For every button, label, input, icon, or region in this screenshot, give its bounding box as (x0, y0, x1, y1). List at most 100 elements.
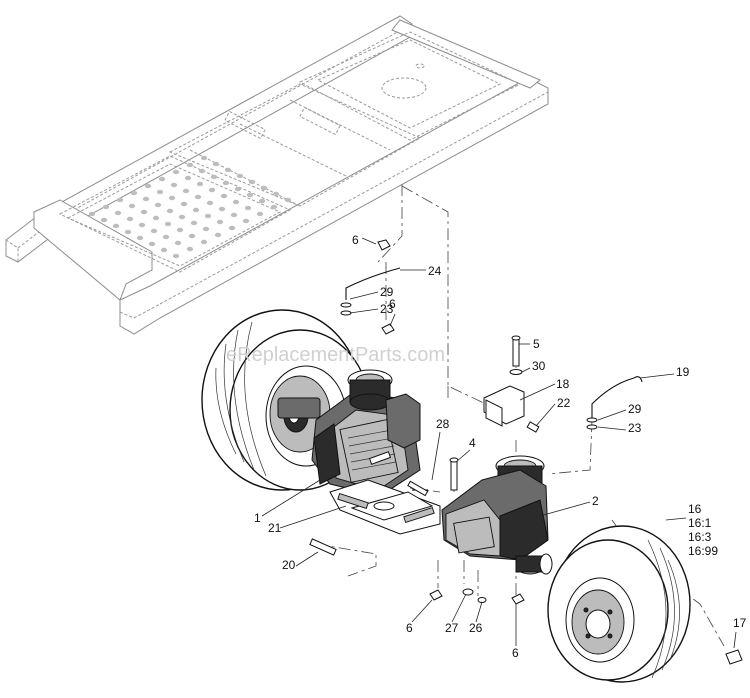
footrest-hole (100, 217, 108, 223)
footrest-hole (234, 186, 242, 192)
footrest-hole (136, 235, 144, 241)
footrest-hole (218, 206, 226, 212)
footrest-hole (198, 168, 206, 174)
footrest-hole (200, 239, 208, 245)
footrest-hole (214, 232, 222, 238)
footrest-hole (156, 189, 164, 195)
callout-23: 23 (628, 421, 642, 435)
footrest-hole (200, 155, 208, 161)
footrest-hole (140, 209, 148, 215)
footrest-hole (230, 212, 238, 218)
footrest-hole (232, 199, 240, 205)
callout-6: 6 (406, 621, 413, 635)
right-hydro-transmission (441, 455, 553, 575)
footrest-hole (114, 210, 122, 216)
footrest-hole (192, 207, 200, 213)
footrest-hole (236, 173, 244, 179)
watermark-text: eReplacementParts.com (226, 344, 445, 366)
footrest-hole (190, 220, 198, 226)
footrest-hole (186, 246, 194, 252)
callout-22: 22 (557, 396, 571, 410)
footrest-hole (256, 211, 264, 217)
footrest-hole (124, 229, 132, 235)
callout-19: 19 (676, 365, 690, 379)
callout-23: 23 (380, 302, 394, 316)
footrest-hole (188, 233, 196, 239)
leader-lines (261, 237, 737, 649)
callout-6: 6 (352, 233, 359, 247)
footrest-hole (172, 253, 180, 259)
footrest-hole (112, 223, 120, 229)
footrest-hole (172, 169, 180, 175)
footrest-hole (166, 208, 174, 214)
footrest-hole (154, 202, 162, 208)
chassis-frame (5, 15, 549, 335)
footrest-hole (270, 204, 278, 210)
footrest-hole (212, 161, 220, 167)
callout-24: 24 (428, 264, 442, 278)
footrest-hole (210, 174, 218, 180)
callout-30: 30 (532, 359, 546, 373)
footrest-hole (246, 192, 254, 198)
footrest-hole (206, 200, 214, 206)
footrest-hole (126, 216, 134, 222)
footrest-hole (128, 203, 136, 209)
footrest-hole (204, 213, 212, 219)
callout-26: 26 (469, 621, 483, 635)
footrest-hole (138, 222, 146, 228)
footrest-hole (168, 195, 176, 201)
footrest-hole (196, 181, 204, 187)
footrest-hole (178, 214, 186, 220)
callout-16-1: 16:1 (688, 516, 712, 530)
footrest-hole (186, 162, 194, 168)
callout-5: 5 (533, 337, 540, 351)
footrest-hole (102, 204, 110, 210)
footrest-hole (222, 180, 230, 186)
footrest-hole (244, 205, 252, 211)
footrest-hole (272, 191, 280, 197)
transmission-mount-plate (329, 479, 441, 535)
callout-6: 6 (512, 646, 519, 660)
callout-20: 20 (282, 558, 296, 572)
footrest-hole (242, 218, 250, 224)
right-rear-wheel (547, 525, 691, 683)
footrest-hole (170, 182, 178, 188)
callout-16: 16 (688, 502, 702, 516)
callout-29: 29 (628, 402, 642, 416)
callout-6: 6 (389, 297, 396, 311)
footrest-hole (148, 241, 156, 247)
footrest-hole (160, 247, 168, 253)
footrest-hole (258, 198, 266, 204)
footrest-hole (284, 197, 292, 203)
footrest-hole (182, 188, 190, 194)
callout-18: 18 (556, 377, 570, 391)
footrest-hole (116, 197, 124, 203)
footrest-hole (216, 219, 224, 225)
callout-17: 17 (733, 616, 747, 630)
left-hydro-transmission (311, 369, 421, 497)
callout-29: 29 (380, 285, 394, 299)
footrest-hole (144, 183, 152, 189)
footrest-hole (208, 187, 216, 193)
callout-4: 4 (469, 436, 476, 450)
footrest-hole (194, 194, 202, 200)
footrest-hole (158, 176, 166, 182)
callout-21: 21 (268, 521, 282, 535)
footrest-hole (220, 193, 228, 199)
callout-16-3: 16:3 (688, 530, 712, 544)
footrest-hole (260, 185, 268, 191)
footrest-hole (224, 167, 232, 173)
footrest-hole (180, 201, 188, 207)
footrest-hole (174, 240, 182, 246)
footrest-hole (130, 190, 138, 196)
callout-16-99: 16:99 (688, 544, 718, 558)
footrest-hole (202, 226, 210, 232)
footrest-hole (248, 179, 256, 185)
footrest-hole (184, 175, 192, 181)
footrest-hole (88, 211, 96, 217)
footrest-hole (164, 221, 172, 227)
footrest-hole (162, 234, 170, 240)
footrest-hole (150, 228, 158, 234)
callout-27: 27 (445, 621, 459, 635)
